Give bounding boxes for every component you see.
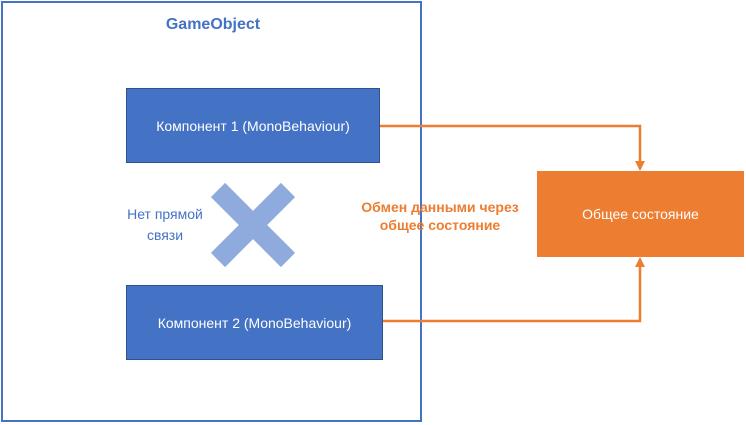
component-1-box: Компонент 1 (MonoBehaviour): [126, 88, 380, 163]
component-1-label: Компонент 1 (MonoBehaviour): [156, 117, 350, 134]
exchange-line-2: общее состояние: [379, 217, 501, 233]
no-link-line-2: связи: [146, 227, 184, 243]
component-2-label: Компонент 2 (MonoBehaviour): [157, 314, 352, 331]
exchange-line-1: Обмен данными через: [361, 199, 519, 215]
shared-state-box: Общее состояние: [537, 171, 744, 257]
shared-state-label: Общее состояние: [582, 206, 699, 222]
arrow-component-2-to-state: [383, 257, 645, 323]
exchange-label: Обмен данными через общее состояние: [340, 198, 540, 234]
no-link-line-1: Нет прямой: [127, 206, 203, 222]
gameobject-title: GameObject: [165, 16, 261, 33]
arrow-component-1-to-state: [380, 124, 645, 171]
component-2-box: Компонент 2 (MonoBehaviour): [126, 285, 383, 360]
cross-icon: [210, 182, 296, 268]
no-direct-link-label: Нет прямой связи: [112, 204, 218, 246]
